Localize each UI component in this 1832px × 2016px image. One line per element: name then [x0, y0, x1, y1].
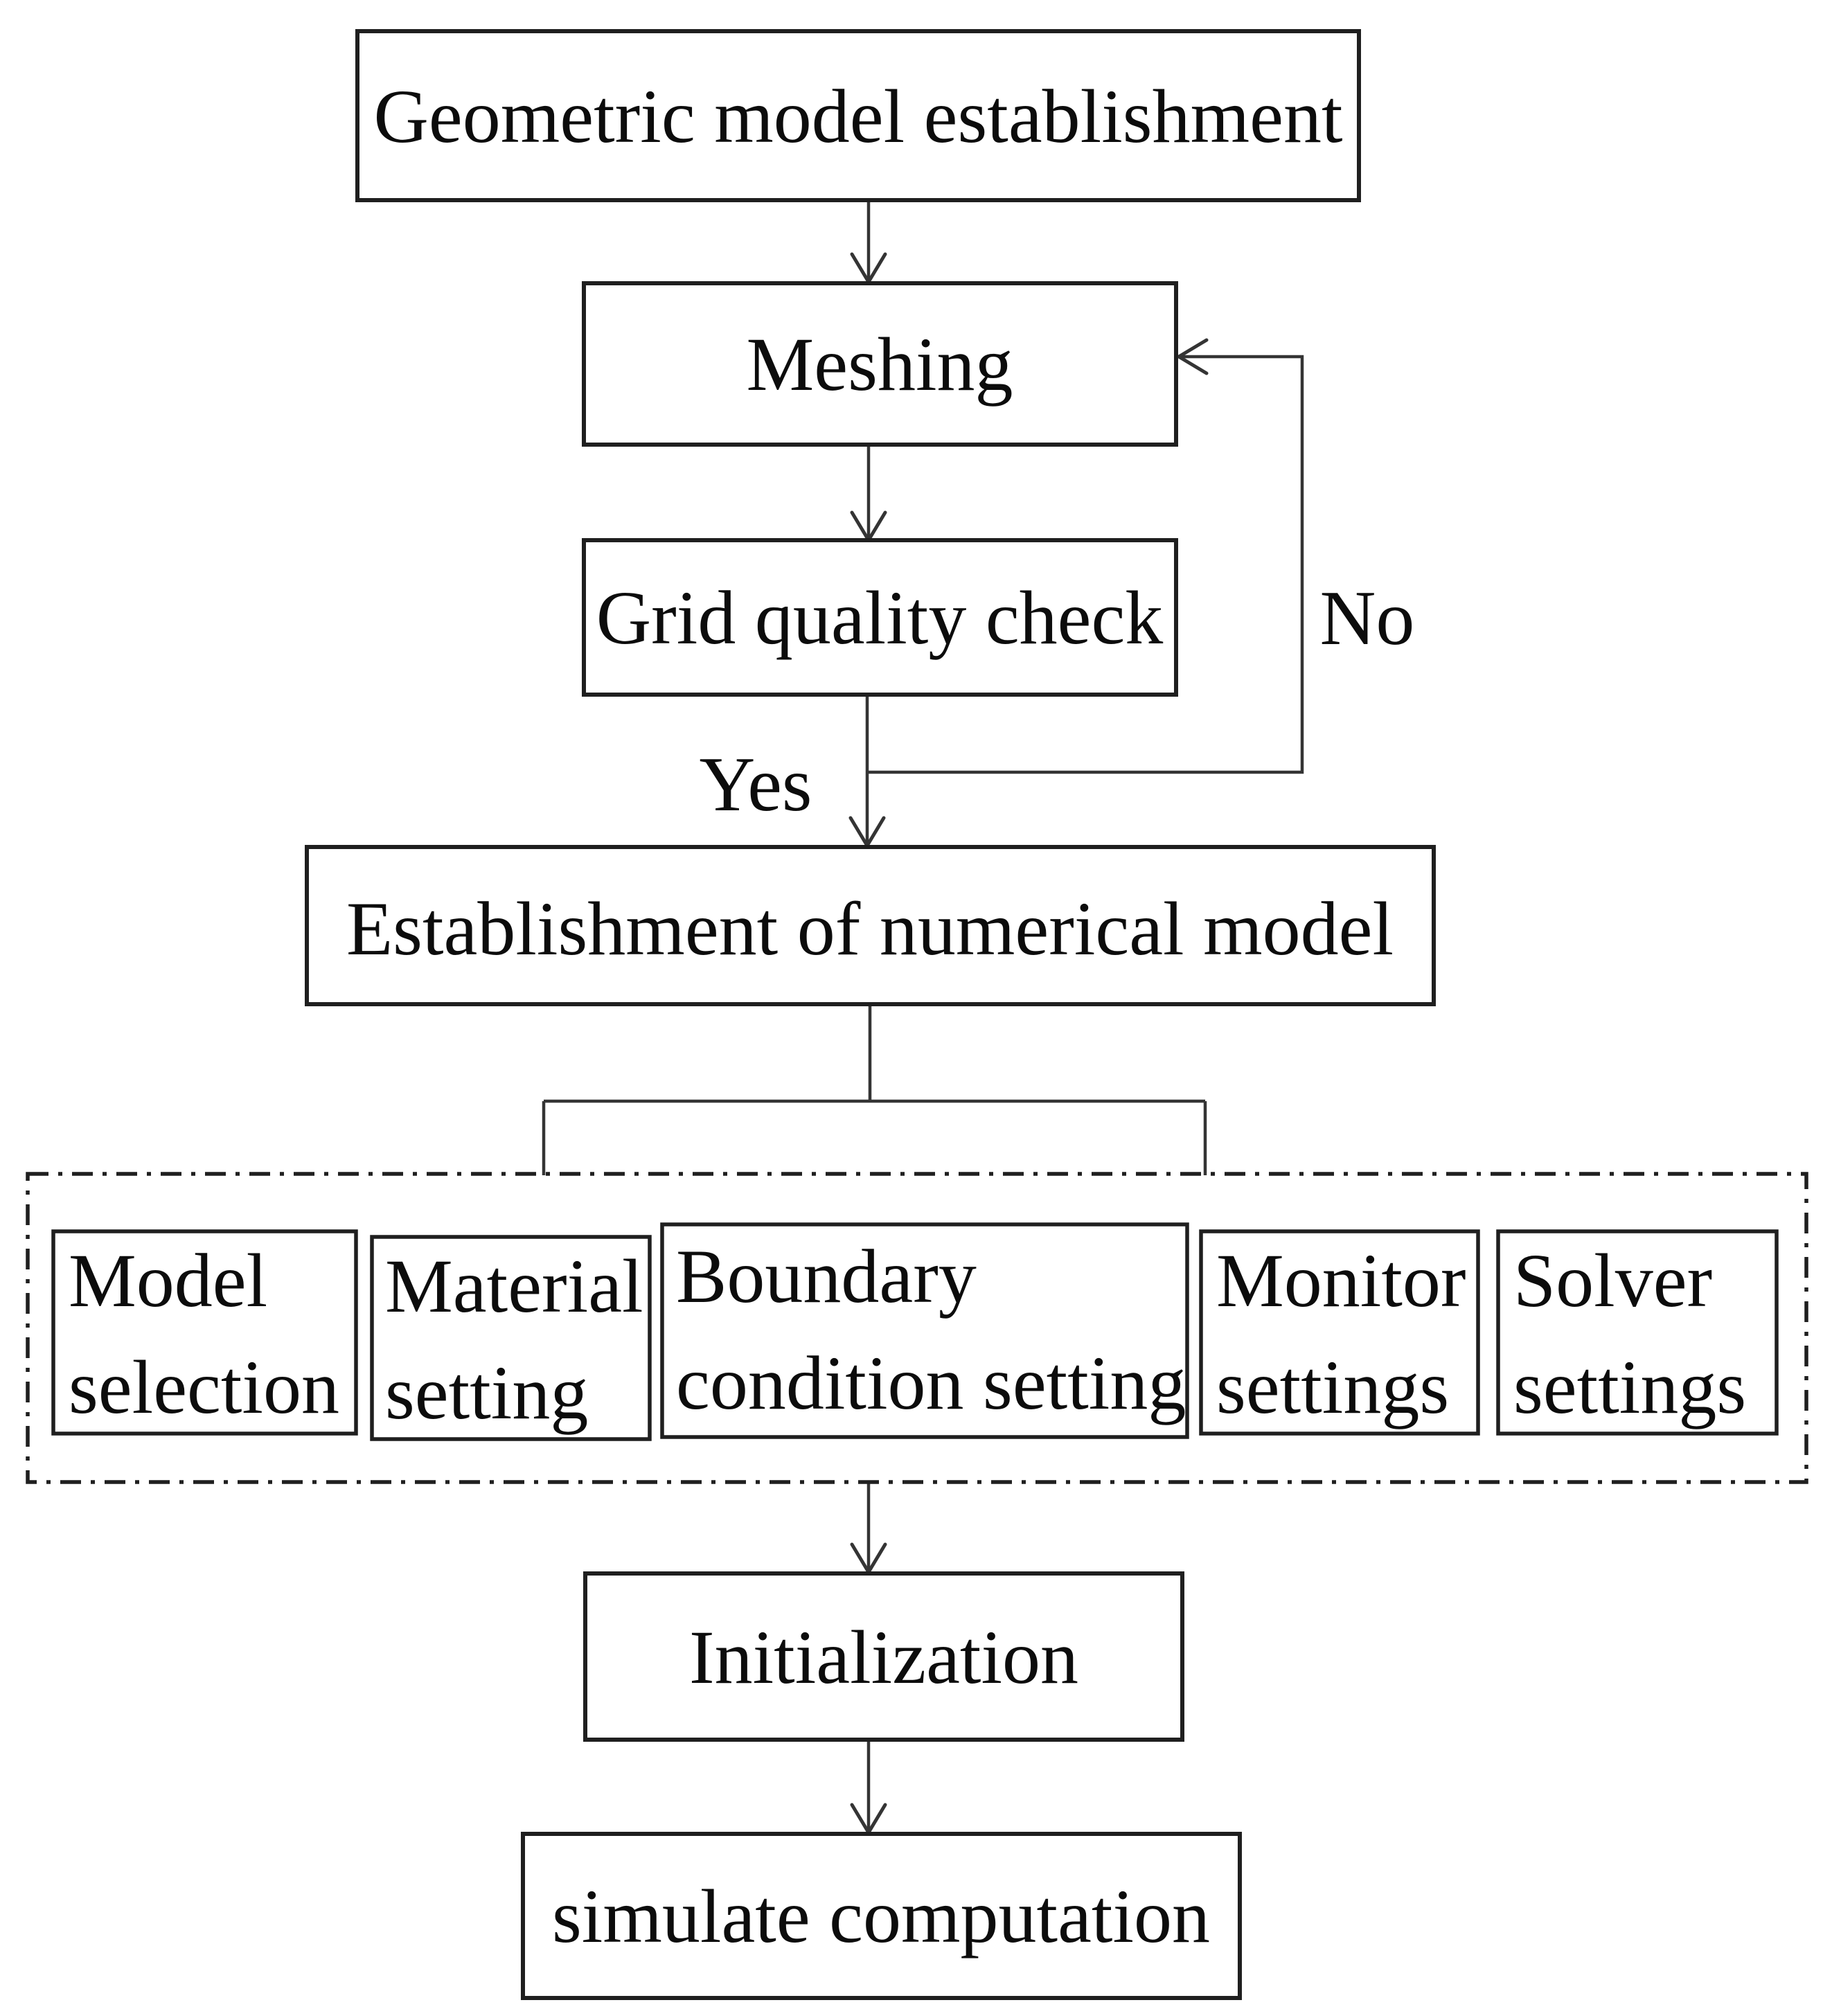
no-label: No — [1320, 576, 1415, 661]
node-grid-quality-check-box — [582, 538, 1178, 697]
node-grid-quality-check-label: Grid quality check — [596, 576, 1164, 660]
node-meshing-label: Meshing — [747, 322, 1013, 407]
setup-step-boundary-condition-line2: condition setting — [676, 1341, 1186, 1425]
node-numerical-model: Establishment of numerical model — [305, 845, 1436, 1006]
setup-step-solver-settings: Solver settings — [1496, 1229, 1779, 1436]
node-simulate-computation-box — [521, 1832, 1242, 2000]
node-geometric-model-box — [355, 29, 1361, 202]
node-initialization-box — [583, 1571, 1184, 1742]
yes-label: Yes — [700, 742, 812, 828]
node-geometric-model-label: Geometric model establishment — [373, 74, 1342, 159]
setup-step-material-setting: Material setting — [370, 1235, 652, 1441]
setup-step-model-selection-line2: selection — [69, 1345, 339, 1429]
no-loop-arrowhead-icon — [1175, 338, 1209, 375]
setup-step-solver-settings-line2: settings — [1513, 1345, 1746, 1429]
node-numerical-model-label: Establishment of numerical model — [346, 886, 1394, 971]
setup-step-solver-settings-line1: Solver — [1513, 1238, 1712, 1323]
setup-step-model-selection-line1: Model — [69, 1238, 267, 1323]
node-initialization: Initialization — [583, 1571, 1184, 1742]
setup-step-boundary-condition-line1: Boundary — [676, 1234, 977, 1319]
node-initialization-label: Initialization — [689, 1615, 1078, 1700]
setup-step-material-setting-line1: Material — [385, 1244, 643, 1328]
setup-step-material-setting-box — [370, 1235, 652, 1441]
node-grid-quality-check: Grid quality check — [582, 538, 1178, 697]
setup-step-material-setting-line2: setting — [385, 1350, 588, 1435]
setup-container-border — [26, 1172, 1808, 1484]
node-geometric-model: Geometric model establishment — [355, 29, 1361, 202]
node-simulate-computation-label: simulate computation — [552, 1874, 1210, 1959]
setup-step-solver-settings-box — [1496, 1229, 1779, 1436]
setup-step-monitor-settings-box — [1199, 1229, 1480, 1436]
setup-step-boundary-condition: Boundary condition setting — [660, 1222, 1189, 1439]
no-loop-connector — [867, 355, 1304, 774]
node-simulate-computation: simulate computation — [521, 1832, 1242, 2000]
setup-step-boundary-condition-box — [660, 1222, 1189, 1439]
node-meshing: Meshing — [582, 281, 1178, 447]
setup-step-model-selection-box — [51, 1229, 358, 1436]
setup-step-monitor-settings-line1: Monitor — [1216, 1238, 1466, 1323]
setup-step-monitor-settings-line2: settings — [1216, 1345, 1449, 1429]
setup-step-model-selection: Model selection — [51, 1229, 358, 1436]
node-meshing-box — [582, 281, 1178, 447]
node-numerical-model-box — [305, 845, 1436, 1006]
setup-step-monitor-settings: Monitor settings — [1199, 1229, 1480, 1436]
